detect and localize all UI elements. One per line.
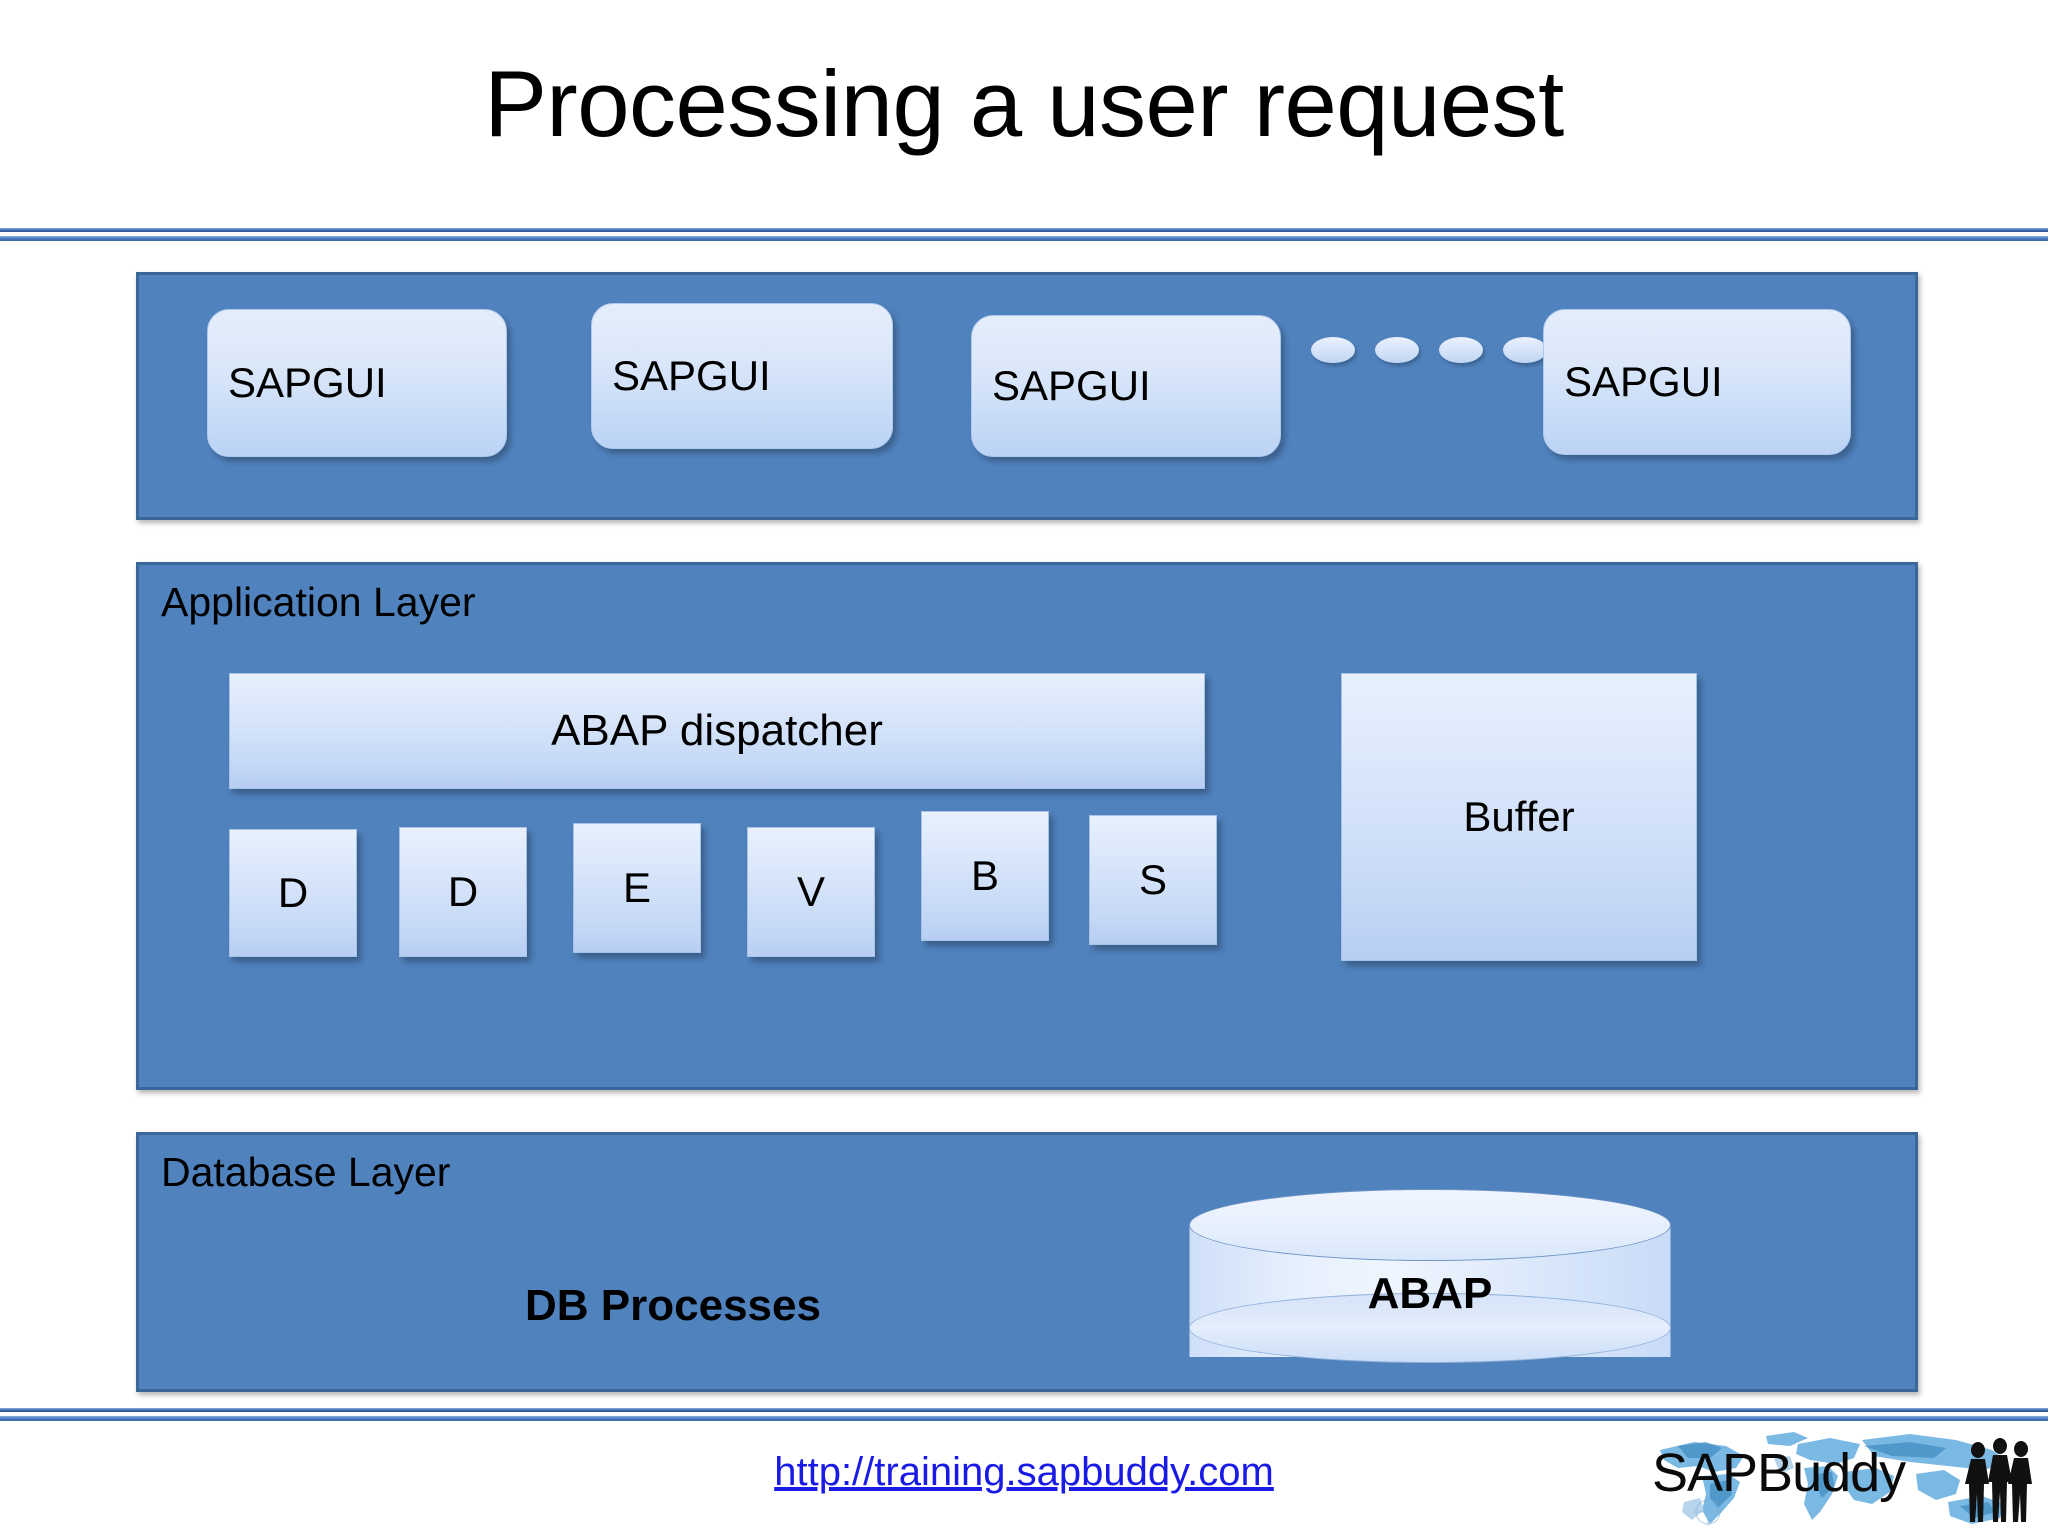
sapgui-client-3-label: SAPGUI	[992, 362, 1151, 409]
work-process-d-2-label: D	[447, 868, 479, 915]
sapgui-client-1-label: SAPGUI	[228, 359, 387, 406]
application-layer-panel: Application Layer ABAP dispatcher D D E …	[136, 562, 1918, 1090]
abap-dispatcher-box[interactable]: ABAP dispatcher	[229, 673, 1205, 789]
cylinder-label: ABAP	[1367, 1269, 1493, 1318]
cylinder-bottom-ellipse	[1189, 1293, 1671, 1363]
sapgui-client-2-label: SAPGUI	[612, 352, 771, 399]
work-process-d-1[interactable]: D	[229, 829, 357, 957]
buffer-box[interactable]: Buffer	[1341, 673, 1697, 961]
sapgui-client-2[interactable]: SAPGUI	[591, 303, 893, 449]
work-process-b[interactable]: B	[921, 811, 1049, 941]
sapbuddy-logo: SAPBuddy	[1648, 1428, 2038, 1532]
database-layer-label: Database Layer	[161, 1149, 451, 1195]
page-title: Processing a user request	[484, 51, 1564, 156]
application-layer-label: Application Layer	[161, 579, 476, 625]
work-process-d-1-label: D	[277, 869, 309, 916]
footer-divider-line-upper	[0, 1408, 2048, 1412]
buffer-label: Buffer	[1463, 793, 1575, 840]
sapgui-client-4[interactable]: SAPGUI	[1543, 309, 1851, 455]
work-process-v[interactable]: V	[747, 827, 875, 957]
header-divider-line-upper	[0, 228, 2048, 232]
ellipsis-dot-2	[1375, 337, 1419, 363]
cylinder-top-ellipse	[1189, 1189, 1671, 1261]
header-divider	[0, 228, 2048, 242]
database-layer-panel: Database Layer DB Processes ABAP	[136, 1132, 1918, 1392]
sapgui-client-1[interactable]: SAPGUI	[207, 309, 507, 457]
presentation-layer-panel: SAPGUI SAPGUI SAPGUI SAPGUI	[136, 272, 1918, 520]
ellipsis-dot-4	[1503, 337, 1547, 363]
work-process-e[interactable]: E	[573, 823, 701, 953]
header-divider-line-lower	[0, 236, 2048, 241]
footer-divider	[0, 1408, 2048, 1422]
sapgui-client-4-label: SAPGUI	[1564, 358, 1723, 405]
db-processes-label: DB Processes	[525, 1281, 821, 1330]
ellipsis-dot-1	[1311, 337, 1355, 363]
sapbuddy-logo-text: SAPBuddy	[1652, 1443, 1906, 1503]
work-process-v-label: V	[796, 868, 825, 915]
work-process-b-label: B	[970, 852, 999, 899]
people-silhouette-icon	[1965, 1438, 2032, 1522]
work-process-d-2[interactable]: D	[399, 827, 527, 957]
footer-divider-line-lower	[0, 1416, 2048, 1421]
ellipsis-dot-3	[1439, 337, 1483, 363]
footer-url-link[interactable]: http://training.sapbuddy.com	[774, 1450, 1274, 1494]
ellipsis-dots	[1311, 337, 1547, 363]
work-process-s-label: S	[1138, 856, 1167, 903]
work-process-s[interactable]: S	[1089, 815, 1217, 945]
work-process-e-label: E	[622, 864, 651, 911]
abap-dispatcher-label: ABAP dispatcher	[551, 706, 883, 755]
world-map-icon	[1660, 1432, 2008, 1526]
database-cylinder[interactable]: ABAP	[1189, 1189, 1671, 1369]
sapgui-client-3[interactable]: SAPGUI	[971, 315, 1281, 457]
